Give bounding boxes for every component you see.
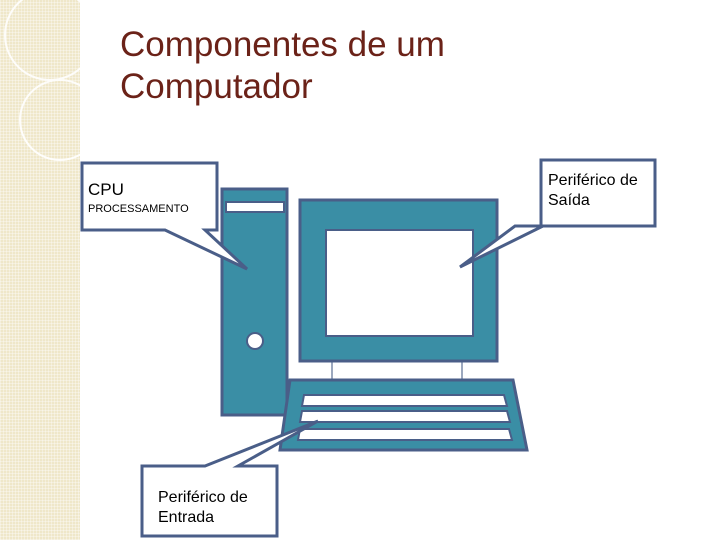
cpu-sublabel: PROCESSAMENTO — [88, 203, 189, 215]
cpu-callout — [80, 161, 249, 271]
output-peripheral-label: Periférico de Saída — [548, 172, 638, 209]
cpu-label: CPU — [88, 180, 124, 199]
decorative-circles — [4, 0, 101, 161]
input-peripheral-label: Periférico de Entrada — [158, 489, 248, 526]
computer-tower-icon — [220, 187, 289, 417]
input-callout — [140, 419, 319, 538]
decorative-side-strip — [0, 0, 80, 540]
output-callout — [459, 158, 657, 269]
monitor-icon — [298, 198, 499, 380]
keyboard-icon — [278, 378, 529, 452]
page-title: Componentes de um Computador — [120, 25, 445, 106]
